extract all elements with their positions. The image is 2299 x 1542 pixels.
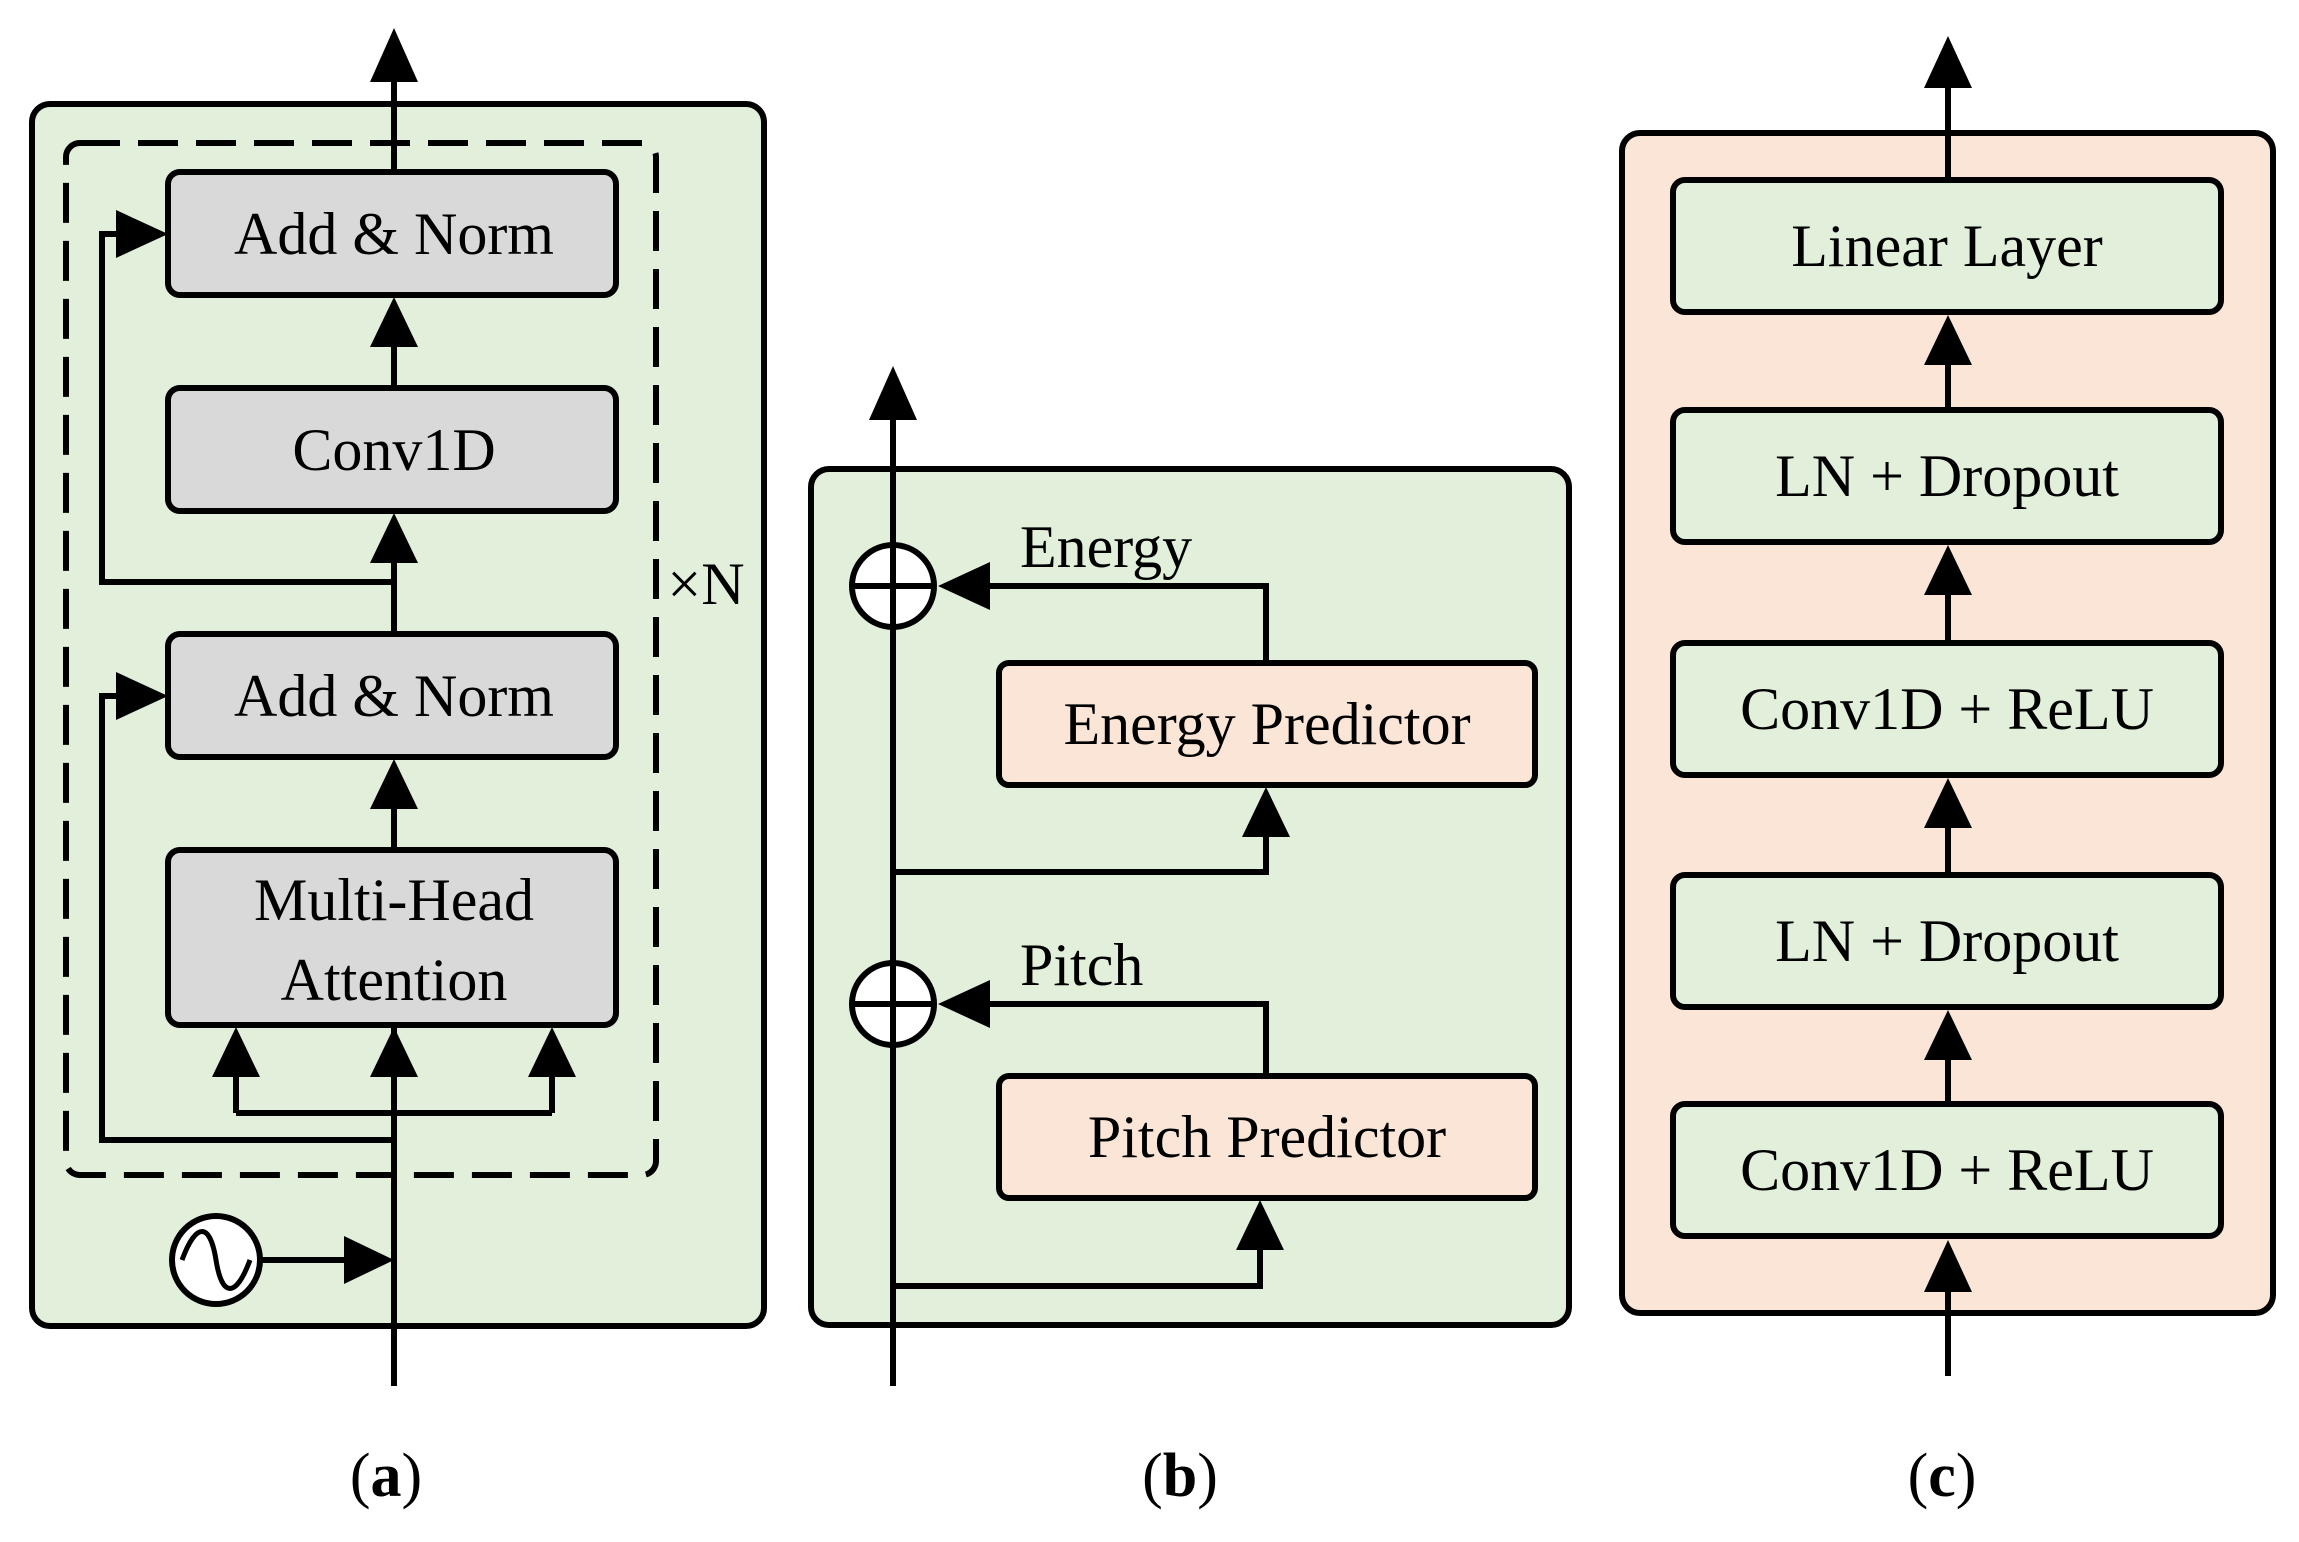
residual-top-arrow — [116, 210, 168, 258]
pitch-predictor-label: Pitch Predictor — [1088, 1104, 1446, 1170]
variance-output-arrow — [869, 366, 917, 420]
pitch-output-arrow — [938, 980, 990, 1028]
pitch-label: Pitch — [1020, 932, 1143, 998]
repeat-block-dashed-border — [63, 140, 659, 1178]
conv-relu-top-label: Conv1D + ReLU — [1740, 676, 2154, 742]
mha-to-addnorm-arrow — [370, 759, 418, 809]
residual-bottom-line — [99, 693, 394, 1143]
ln-to-conv-top-arrow — [1924, 778, 1972, 828]
linear-layer-label: Linear Layer — [1791, 213, 2102, 279]
energy-output-arrow — [938, 562, 990, 610]
caption-b: (b) — [1142, 1442, 1218, 1510]
add-norm-bottom-label: Add & Norm — [234, 663, 554, 729]
caption-a: (a) — [350, 1442, 422, 1510]
conv-relu-bottom-label: Conv1D + ReLU — [1740, 1137, 2154, 1203]
caption-c: (c) — [1908, 1442, 1977, 1510]
add-norm-top-label: Add & Norm — [234, 201, 554, 267]
residual-top-line — [99, 231, 394, 585]
panel-c: Conv1D + ReLU LN + Dropout Conv1D + ReLU… — [1619, 36, 2276, 1510]
conv-to-addnorm-arrow — [370, 297, 418, 347]
conv-to-ln-bottom-arrow — [1924, 1010, 1972, 1060]
decoder-output-arrow — [1924, 36, 1972, 88]
ln-dropout-top-label: LN + Dropout — [1775, 443, 2119, 509]
positional-encoding-arrow — [344, 1236, 394, 1284]
add-norm-top-box — [165, 169, 619, 298]
energy-predictor-label: Energy Predictor — [1063, 691, 1470, 757]
mha-label-line2: Attention — [281, 947, 508, 1013]
panel-b: Energy Predictor Energy Pitch Predictor … — [808, 366, 1572, 1510]
pitch-output-line — [988, 1001, 1269, 1076]
ln-dropout-bottom-label: LN + Dropout — [1775, 908, 2119, 974]
panel-a: Add & Norm Conv1D Add & Norm Multi-Head … — [29, 28, 767, 1510]
repeat-label: ×N — [667, 551, 744, 617]
plus-circle-icon — [849, 542, 937, 630]
residual-bottom-arrow — [116, 672, 168, 720]
mha-input-right-arrow — [528, 1027, 576, 1077]
ln-to-linear-arrow — [1924, 315, 1972, 365]
energy-label: Energy — [1020, 514, 1192, 580]
energy-input-line — [893, 835, 1269, 875]
output-arrow-head — [370, 28, 418, 82]
mha-input-mid-arrow — [370, 1027, 418, 1077]
mha-input-left-arrow — [212, 1027, 260, 1077]
energy-output-line — [988, 583, 1269, 663]
pitch-input-line — [893, 1248, 1263, 1289]
addnorm-to-conv-arrow — [370, 513, 418, 563]
sine-wave-icon — [169, 1213, 263, 1307]
conv-to-ln-top-arrow — [1924, 545, 1972, 595]
conv1d-label: Conv1D — [292, 417, 495, 483]
energy-input-arrow — [1242, 787, 1290, 837]
mha-label-line1: Multi-Head — [254, 867, 534, 933]
decoder-input-arrow — [1924, 1240, 1972, 1292]
pitch-input-arrow — [1236, 1200, 1284, 1250]
plus-circle-icon — [849, 960, 937, 1048]
